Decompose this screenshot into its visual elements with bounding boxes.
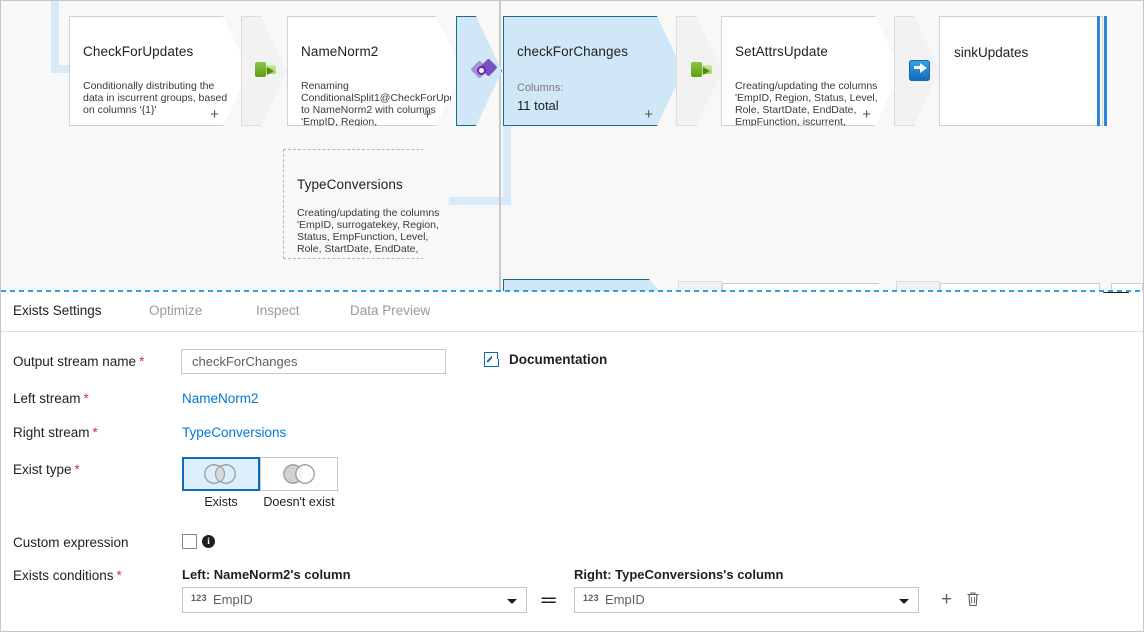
node-title: checkForChanges [517,44,629,59]
tab-inspect[interactable]: Inspect [256,303,300,318]
node-title: SetAttrsUpdate [735,44,828,59]
node-columns-value: 11 total [517,98,559,113]
node-title: TypeConversions [297,177,403,192]
label-text: Left stream [13,391,81,406]
canvas-node-setattrsupdate[interactable]: SetAttrsUpdate Creating/updating the col… [721,16,901,126]
venn-left-only-icon [283,464,315,484]
canvas-node-checkforupdates[interactable]: CheckForUpdates Conditionally distributi… [69,16,249,126]
canvas-node-typeconversions[interactable]: TypeConversions Creating/updating the co… [283,149,449,259]
node-add-button[interactable]: + [423,106,432,123]
left-stream-value[interactable]: NameNorm2 [182,391,259,406]
documentation-link[interactable]: Documentation [484,352,607,367]
node-columns-label: Columns: [517,82,564,94]
info-icon[interactable]: i [202,535,215,548]
canvas-node-namenorm2[interactable]: NameNorm2 Renaming ConditionalSplit1@Che… [287,16,462,126]
exists-condition-left-column-select[interactable]: 123 EmpID [182,587,527,613]
canvas-node-partial-1 [678,281,722,291]
required-marker: * [139,354,145,369]
right-stream-value[interactable]: TypeConversions [182,425,287,440]
required-marker: * [74,462,80,477]
canvas-scroll-rail-2[interactable] [1104,16,1107,126]
node-description: Renaming ConditionalSplit1@CheckForUpdat… [301,80,451,126]
documentation-label: Documentation [509,352,608,367]
node-add-button[interactable]: + [210,106,219,123]
node-title: CheckForUpdates [83,44,194,59]
exist-type-caption-exists: Exists [204,495,238,509]
derived-green-icon [691,61,713,81]
canvas-node-partial-3 [896,281,940,291]
canvas-node-checkforchanges[interactable]: checkForChanges Columns: 11 total + [503,16,683,126]
exist-type-option-exists[interactable] [182,457,260,491]
sink-blue-icon [909,60,931,81]
pipeline-canvas[interactable]: CheckForUpdates Conditionally distributi… [1,1,1143,291]
right-stream-label: Right stream* [13,425,98,440]
required-marker: * [116,568,122,583]
label-text: Exist type [13,462,72,477]
tab-data-preview[interactable]: Data Preview [350,303,431,318]
custom-expression-label: Custom expression [13,535,129,550]
connector-typeconversions-vertical [503,121,511,205]
label-text: Right stream [13,425,90,440]
custom-expression-checkbox[interactable] [182,534,197,549]
column-type-badge: 123 [583,593,599,603]
left-stream-label: Left stream* [13,391,89,406]
required-marker: * [83,391,89,406]
exist-type-caption-doesnt-exist: Doesn't exist [263,495,335,509]
exists-conditions-label: Exists conditions* [13,568,122,583]
exists-condition-operator: == [541,592,556,608]
node-body [283,149,449,259]
node-add-button[interactable]: + [644,106,653,123]
node-description: Creating/updating the columns 'EmpID, Re… [735,80,878,126]
canvas-scroll-rail[interactable] [1097,16,1100,126]
chevron-down-icon [507,599,517,604]
canvas-node-partial-5 [1111,283,1143,291]
exists-condition-right-column-select[interactable]: 123 EmpID [574,587,919,613]
canvas-node-partial-4 [940,283,1100,291]
connector-typeconversions-horizontal [449,197,511,205]
node-add-button[interactable]: + [862,106,871,123]
column-value: EmpID [213,592,253,607]
exist-type-label: Exist type* [13,462,80,477]
node-body [287,16,462,126]
node-title: sinkUpdates [954,45,1029,60]
exists-conditions-left-header: Left: NameNorm2's column [182,567,351,582]
connector-incoming-vertical [51,1,59,73]
column-type-badge: 123 [191,593,207,603]
chevron-down-icon [899,599,909,604]
tab-exists-settings[interactable]: Exists Settings [13,303,102,318]
node-body [503,16,683,126]
required-marker: * [92,425,98,440]
exists-purple-icon [470,58,498,79]
add-condition-button[interactable]: + [941,589,953,610]
exists-settings-form: Output stream name* Documentation Left s… [1,332,1143,631]
node-description: Conditionally distributing the data in i… [83,80,228,116]
trash-icon[interactable] [966,591,980,607]
output-stream-name-label: Output stream name* [13,354,144,369]
exist-type-option-doesnt-exist[interactable] [260,457,338,491]
select-green-icon [255,61,277,81]
node-body [721,16,901,126]
label-text: Exists conditions [13,568,114,583]
venn-intersect-icon [204,464,236,484]
exists-conditions-right-header: Right: TypeConversions's column [574,567,784,582]
settings-tabbar: Exists Settings Optimize Inspect Data Pr… [1,293,1143,332]
connector-incoming-horizontal [51,65,81,73]
node-description: Creating/updating the columns 'EmpID, su… [297,207,440,255]
canvas-guide-left [499,1,501,291]
output-stream-name-input[interactable] [181,349,446,374]
external-link-icon [484,352,499,367]
tab-optimize[interactable]: Optimize [149,303,203,318]
node-title: NameNorm2 [301,44,379,59]
panel-splitter[interactable] [1,290,1143,292]
canvas-node-sinkupdates[interactable]: sinkUpdates [939,16,1103,126]
column-value: EmpID [605,592,645,607]
label-text: Output stream name [13,354,137,369]
